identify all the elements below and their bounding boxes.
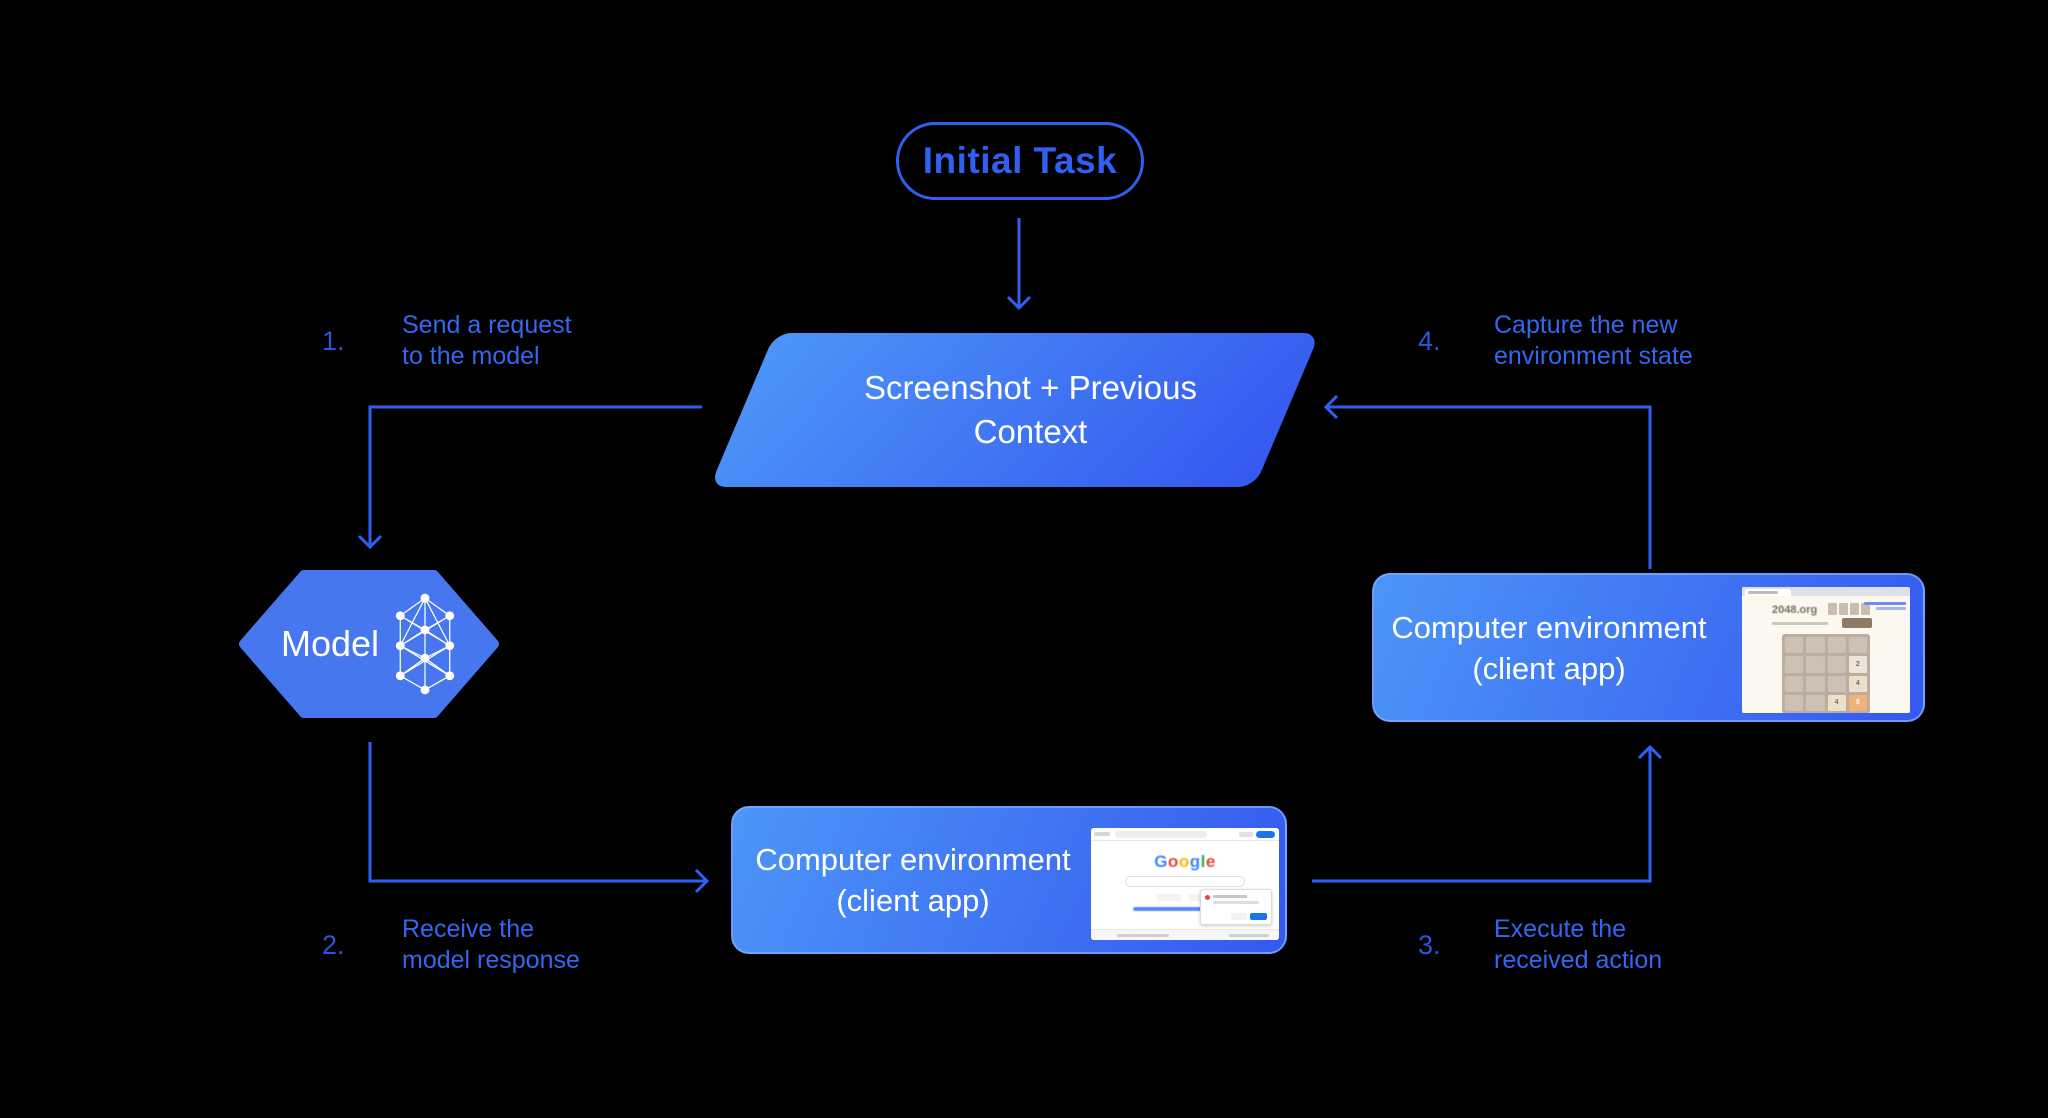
arrow-environment-to-context (1323, 394, 1652, 569)
top-link (1864, 602, 1906, 605)
browser-tab (1745, 589, 1791, 596)
subtitle-text (1772, 622, 1828, 625)
toolbar-chip (1239, 832, 1253, 837)
arrow-task-to-context (1006, 218, 1032, 311)
computer-environment-node-bottom: Computer environment (client app) Google (731, 806, 1287, 954)
sign-in-button (1256, 831, 1275, 838)
tile-2: 2 (1848, 656, 1867, 673)
2048-game-screenshot: 2048.org 2 (1742, 587, 1910, 713)
top-link-2 (1876, 607, 1906, 610)
computer-environment-label: Computer environment (client app) (755, 842, 1071, 918)
browser-tab-strip (1742, 587, 1910, 596)
arrow-model-to-environment (368, 742, 710, 894)
sign-in-dialog (1200, 889, 1272, 925)
step-3-number: 3. (1418, 930, 1441, 960)
step-2-number: 2. (322, 930, 345, 960)
search-button (1157, 894, 1181, 901)
score-boxes (1828, 603, 1870, 615)
page-footer (1091, 929, 1279, 940)
google-search-screenshot: Google (1091, 828, 1279, 940)
address-bar (1115, 831, 1207, 838)
new-game-button (1842, 618, 1872, 628)
dialog-icon (1205, 895, 1210, 900)
2048-grid: 2 4 4 8 (1782, 634, 1870, 713)
computer-environment-node-right: Computer environment (client app) 2048.o… (1372, 573, 1925, 722)
screenshot-context-label: Screenshot + Previous Context (864, 369, 1197, 450)
step-2-label: Receive the model response (402, 915, 580, 974)
dialog-primary-button (1250, 913, 1267, 920)
step-4-number: 4. (1418, 326, 1441, 356)
model-node: Model (238, 570, 500, 718)
2048-title: 2048.org (1772, 604, 1818, 616)
arrow-environment-to-environment (1312, 744, 1663, 883)
tile-4: 4 (1827, 694, 1846, 711)
neural-network-icon (395, 593, 455, 695)
language-links (1133, 907, 1237, 911)
browser-toolbar (1091, 828, 1279, 841)
initial-task-node: Initial Task (896, 122, 1144, 200)
arrow-context-to-model (357, 405, 702, 550)
step-3-label: Execute the received action (1494, 915, 1663, 974)
tile-8: 8 (1848, 694, 1867, 711)
initial-task-label: Initial Task (922, 140, 1118, 181)
step-1-number: 1. (322, 326, 345, 356)
model-label: Model (280, 623, 380, 664)
2048-page: 2048.org 2 (1742, 596, 1910, 713)
google-logo: Google (1154, 852, 1216, 871)
search-input (1125, 876, 1245, 887)
window-controls (1094, 832, 1110, 836)
step-4-label: Capture the new environment state (1494, 311, 1693, 370)
dialog-secondary-button (1231, 913, 1247, 920)
screenshot-context-node: Screenshot + Previous Context (709, 333, 1320, 487)
computer-environment-label: Computer environment (client app) (1391, 609, 1707, 686)
tile-4: 4 (1848, 675, 1867, 692)
step-1-label: Send a request to the model (402, 311, 572, 370)
